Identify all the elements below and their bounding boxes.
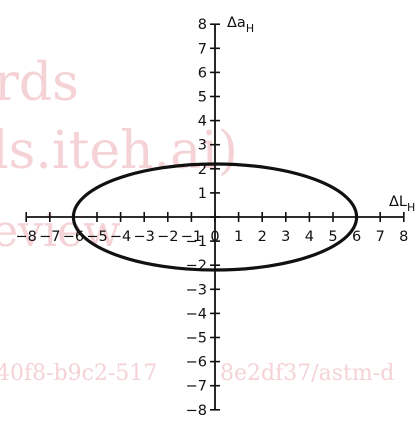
watermark-line-5: 8e2df37/astm-d [220,361,394,386]
x-tick-label: −2 [157,229,178,245]
x-tick-label: 1 [234,229,243,245]
ellipse-curve [71,162,359,272]
x-tick-label: −6 [63,229,84,245]
y-tick-label: 5 [198,90,207,106]
x-tick-label: 5 [328,229,337,245]
curves [71,162,359,272]
watermark-line-2: ls.iteh.ai) [0,121,238,181]
x-axis-title: ΔLH [389,194,415,214]
x-tick-label: 3 [281,229,290,245]
y-tick-label: 8 [198,17,207,33]
x-tick-label: −1 [181,229,202,245]
y-tick-label: −1 [186,234,207,250]
y-tick-label: −2 [186,258,207,274]
y-tick-label: 7 [198,41,207,57]
watermark-line-4: 40f8-b9c2-517 [0,361,157,386]
axes [25,23,405,411]
x-tick-label: −3 [134,229,155,245]
x-tick-label: 0 [210,229,219,245]
x-tick-label: 8 [399,229,408,245]
y-tick-label: 1 [198,186,207,202]
y-tick-label: −4 [186,306,207,322]
x-tick-label: −8 [16,229,37,245]
y-tick-label: −6 [186,355,207,371]
watermark-line-1: rds [0,53,79,113]
x-tick-label: 6 [352,229,361,245]
y-tick-label: −5 [186,331,207,347]
y-axis-title-subscript: H [246,22,254,35]
x-tick-label: −5 [86,229,107,245]
x-tick-label: 2 [258,229,267,245]
x-tick-label: −4 [110,229,131,245]
y-tick-label: 6 [198,65,207,81]
x-tick-label: −7 [39,229,60,245]
y-tick-label: −7 [186,379,207,395]
x-axis-title-subscript: H [407,201,415,214]
y-tick-label: 2 [198,162,207,178]
watermark: rds ls.iteh.ai) eview 40f8-b9c2-517 8e2d… [0,53,394,386]
y-tick-label: −3 [186,282,207,298]
y-tick-label: −8 [186,403,207,419]
x-tick-label: 7 [376,229,385,245]
y-axis-title: ΔaH [227,15,254,35]
x-tick-label: 4 [305,229,314,245]
y-tick-label: 4 [198,114,207,130]
y-tick-label: 3 [198,138,207,154]
